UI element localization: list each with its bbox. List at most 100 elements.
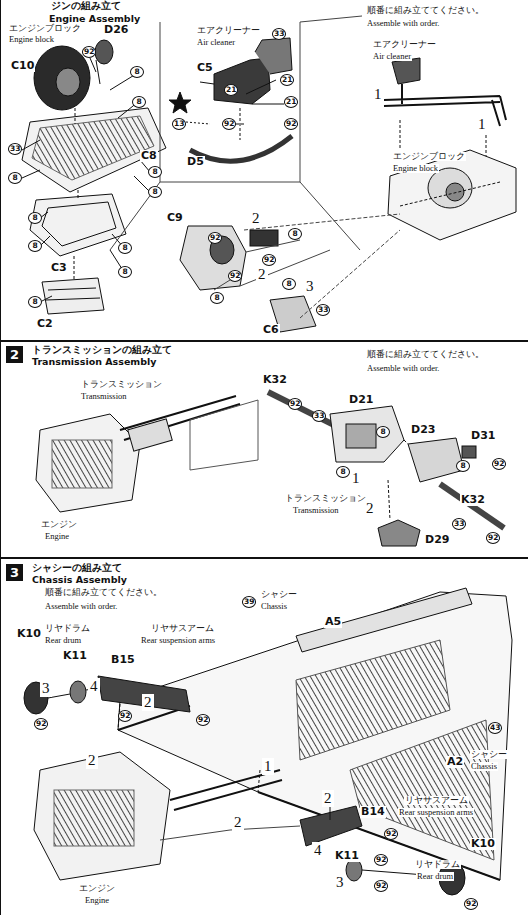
callout-number: 8 — [118, 242, 132, 254]
part-number: B14 — [360, 806, 386, 818]
part-number: C5 — [196, 62, 214, 74]
callout-number: 8 — [28, 240, 42, 252]
callout-number: 92 — [492, 458, 506, 470]
callout-number: 92 — [464, 898, 478, 910]
callout-number: 39 — [242, 596, 256, 608]
part-number: D26 — [103, 24, 129, 36]
part-number: C6 — [262, 324, 280, 336]
japanese-label: トランスミッション — [284, 494, 367, 503]
step-order-number: 4 — [312, 842, 324, 859]
step-number: 3 — [6, 564, 23, 581]
step-order-number: 1 — [476, 116, 488, 133]
part-number: D31 — [470, 430, 496, 442]
callout-number: 13 — [172, 118, 186, 130]
japanese-label: エンジン — [40, 520, 78, 529]
part-number: A5 — [324, 616, 342, 628]
part-number: K11 — [62, 650, 88, 662]
english-label: Rear suspension arms — [140, 636, 216, 645]
english-label: Air cleaner — [372, 52, 412, 61]
japanese-label: エンジンブロック — [392, 152, 466, 161]
step-number-box: 3シャシーの組み立てChassis Assembly — [6, 564, 23, 581]
english-label: Transmission — [80, 392, 128, 401]
part-number: K11 — [334, 850, 360, 862]
part-number: A2 — [446, 756, 464, 768]
callout-number: 8 — [210, 292, 224, 304]
step-order-number: 1 — [262, 758, 274, 775]
callout-number: 21 — [284, 96, 298, 108]
step-order-number: 4 — [88, 678, 100, 695]
callout-number: 8 — [336, 466, 350, 478]
step-order-number: 2 — [322, 790, 334, 807]
japanese-label: エアクリーナー — [372, 40, 437, 49]
part-number: D21 — [348, 394, 374, 406]
callout-number: 8 — [148, 186, 162, 198]
callout-number: 92 — [284, 118, 298, 130]
japanese-label: 順番に組み立ててください。 — [366, 350, 485, 359]
english-label: Chassis — [260, 602, 288, 611]
japanese-label: 順番に組み立ててください。 — [44, 588, 163, 597]
step-order-number: 2 — [142, 694, 154, 711]
english-label: Assemble with order. — [44, 602, 118, 611]
part-number: D23 — [410, 424, 436, 436]
english-label: Engine block — [8, 35, 55, 44]
japanese-label: リヤサスアーム — [404, 796, 469, 805]
callout-number: 92 — [34, 718, 48, 730]
part-number: C9 — [166, 212, 184, 224]
part-number: K10 — [470, 838, 496, 850]
japanese-label: リヤドラム — [44, 624, 91, 633]
step-order-number: 3 — [40, 680, 52, 697]
japanese-label: リヤサスアーム — [150, 624, 215, 633]
callout-number: 8 — [376, 426, 390, 438]
english-label: Engine block — [392, 164, 439, 173]
english-label: Rear suspension arms — [398, 808, 474, 817]
callout-number: 8 — [118, 266, 132, 278]
callout-number: 92 — [486, 532, 500, 544]
callout-number: 92 — [262, 254, 276, 266]
part-number: D29 — [424, 534, 450, 546]
step-number-box: 2トランスミッションの組み立てTransmission Assembly — [6, 346, 23, 363]
part-number: C8 — [140, 150, 158, 162]
callout-number: 8 — [282, 278, 296, 290]
callout-number: 92 — [82, 46, 96, 58]
japanese-label: エンジンブロック — [8, 24, 82, 33]
step-number: 2 — [6, 346, 23, 363]
part-number: B15 — [110, 654, 136, 666]
part-number: C3 — [50, 262, 68, 274]
japanese-label: エンジン — [78, 884, 116, 893]
step-order-number: 2 — [364, 500, 376, 517]
callout-number: 8 — [148, 166, 162, 178]
callout-number: 92 — [374, 880, 388, 892]
step-order-number: 2 — [86, 752, 98, 769]
japanese-label: シャシー — [470, 750, 508, 759]
step-order-number: 1 — [350, 470, 362, 487]
japanese-label: リヤドラム — [414, 860, 461, 869]
callout-number: 8 — [28, 212, 42, 224]
section-heading: Chassis Assembly — [32, 574, 127, 585]
step-order-number: 2 — [250, 210, 262, 227]
english-label: Engine — [84, 896, 110, 905]
part-number: D5 — [186, 156, 205, 168]
japanese-label: エアクリーナー — [196, 26, 261, 35]
callout-number: 33 — [316, 304, 330, 316]
section-heading: Transmission Assembly — [32, 356, 157, 367]
section-heading: ジンの組み立て — [50, 1, 122, 11]
section-heading: Engine Assembly — [48, 14, 141, 24]
callout-number: 8 — [288, 228, 302, 240]
japanese-label: トランスミッション — [80, 380, 163, 389]
part-number: C2 — [36, 318, 54, 330]
english-label: Transmission — [292, 506, 340, 515]
english-label: Engine — [44, 532, 70, 541]
part-number: C10 — [10, 60, 35, 72]
english-label: Assemble with order. — [366, 364, 440, 373]
callout-number: 8 — [28, 296, 42, 308]
part-number: K32 — [262, 374, 288, 386]
callout-number: 21 — [280, 74, 294, 86]
japanese-label: 順番に組み立ててください。 — [366, 6, 485, 15]
callout-number: 92 — [222, 118, 236, 130]
part-number: K10 — [16, 628, 42, 640]
step-order-number: 3 — [334, 874, 346, 891]
english-label: Assemble with order. — [366, 19, 440, 28]
step-order-number: 1 — [372, 86, 384, 103]
callout-number: 33 — [8, 143, 22, 155]
